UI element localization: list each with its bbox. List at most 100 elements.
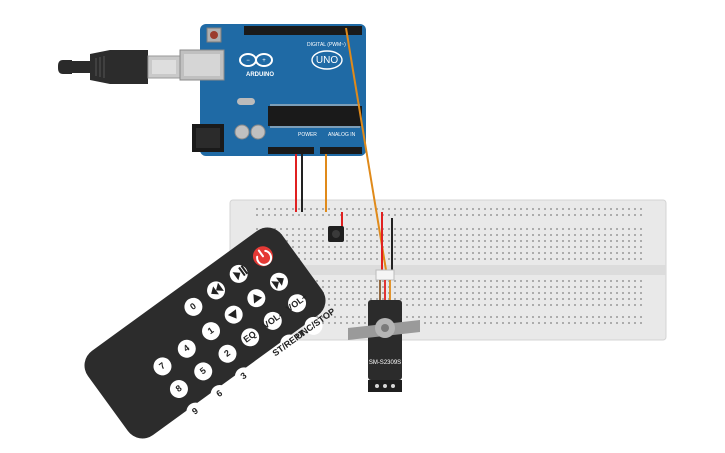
- breadboard-hole: [502, 292, 504, 294]
- remote-button-4[interactable]: 4: [174, 336, 199, 361]
- down-button[interactable]: [221, 302, 246, 327]
- remote-button-1[interactable]: 1: [198, 319, 223, 344]
- remote-button-volplus[interactable]: VOL+: [282, 289, 312, 318]
- breadboard-hole: [622, 214, 624, 216]
- breadboard-hole: [412, 286, 414, 288]
- breadboard-hole: [526, 246, 528, 248]
- rewind-icon: [211, 282, 224, 295]
- breadboard-hole: [568, 258, 570, 260]
- servo-motor[interactable]: SM-S2309S: [348, 269, 420, 392]
- fast-forward-button[interactable]: [266, 269, 291, 294]
- breadboard-hole: [352, 208, 354, 210]
- breadboard-hole: [394, 228, 396, 230]
- remote-button-3[interactable]: 3: [231, 364, 256, 389]
- breadboard-hole: [580, 252, 582, 254]
- breadboard-hole: [436, 292, 438, 294]
- breadboard-hole: [328, 298, 330, 300]
- remote-button-0[interactable]: 0: [181, 294, 206, 319]
- wire-orange-servo-signal[interactable]: [345, 27, 387, 271]
- breadboard-hole: [310, 240, 312, 242]
- breadboard-hole: [436, 240, 438, 242]
- breadboard-hole: [406, 246, 408, 248]
- remote-button-8[interactable]: 8: [166, 376, 191, 401]
- breadboard-hole: [430, 240, 432, 242]
- breadboard-hole: [262, 208, 264, 210]
- breadboard-hole: [310, 252, 312, 254]
- breadboard-hole: [430, 228, 432, 230]
- remote-button-9[interactable]: 9: [183, 399, 208, 424]
- remote-button-6[interactable]: 6: [207, 381, 232, 406]
- breadboard-hole: [544, 298, 546, 300]
- play-pause-button[interactable]: [226, 261, 251, 286]
- breadboard-hole: [526, 234, 528, 236]
- breadboard-hole: [598, 280, 600, 282]
- usb-cable[interactable]: [58, 50, 181, 84]
- breadboard-hole: [538, 280, 540, 282]
- breadboard-hole: [256, 208, 258, 210]
- breadboard-hole: [412, 292, 414, 294]
- breadboard-hole: [484, 246, 486, 248]
- breadboard-hole: [550, 298, 552, 300]
- breadboard-hole: [358, 322, 360, 324]
- breadboard-hole: [328, 280, 330, 282]
- breadboard-hole: [424, 246, 426, 248]
- breadboard-hole: [490, 286, 492, 288]
- breadboard-hole: [550, 280, 552, 282]
- breadboard-hole: [514, 280, 516, 282]
- breadboard-hole: [604, 234, 606, 236]
- up-button[interactable]: [244, 286, 269, 311]
- breadboard-hole: [616, 258, 618, 260]
- breadboard-hole: [628, 322, 630, 324]
- breadboard-hole: [448, 304, 450, 306]
- breadboard-hole: [544, 208, 546, 210]
- power-button[interactable]: [249, 242, 277, 270]
- breadboard-hole: [502, 298, 504, 300]
- breadboard-hole: [562, 316, 564, 318]
- breadboard-hole: [460, 258, 462, 260]
- breadboard-hole: [496, 286, 498, 288]
- breadboard-hole: [442, 252, 444, 254]
- breadboard-hole: [454, 252, 456, 254]
- breadboard-hole: [586, 240, 588, 242]
- breadboard-hole: [460, 292, 462, 294]
- breadboard-hole: [550, 322, 552, 324]
- breadboard-hole: [418, 258, 420, 260]
- breadboard-hole: [430, 322, 432, 324]
- breadboard-hole: [538, 298, 540, 300]
- remote-button-volminus[interactable]: VOL-: [259, 307, 287, 334]
- breadboard-hole: [628, 258, 630, 260]
- breadboard-hole: [448, 234, 450, 236]
- breadboard-hole: [550, 286, 552, 288]
- remote-button-5[interactable]: 5: [191, 359, 216, 384]
- breadboard-hole: [556, 228, 558, 230]
- breadboard-hole: [598, 316, 600, 318]
- arduino-uno-board[interactable]: DIGITAL (PWM~) − + ARDUINO UNO POWER ANA…: [179, 24, 366, 156]
- remote-button-7[interactable]: 7: [150, 354, 175, 379]
- remote-button-2[interactable]: 2: [215, 341, 240, 366]
- breadboard-hole: [568, 252, 570, 254]
- breadboard-hole: [502, 208, 504, 210]
- breadboard-hole: [502, 280, 504, 282]
- breadboard-hole: [556, 234, 558, 236]
- breadboard-hole: [460, 304, 462, 306]
- breadboard-hole: [640, 246, 642, 248]
- breadboard-hole: [508, 286, 510, 288]
- breadboard-hole: [484, 208, 486, 210]
- breadboard-hole: [628, 228, 630, 230]
- breadboard-hole: [574, 240, 576, 242]
- breadboard-hole: [364, 252, 366, 254]
- breadboard-hole: [520, 292, 522, 294]
- breadboard-hole: [388, 298, 390, 300]
- breadboard-hole: [532, 292, 534, 294]
- remote-button-eq[interactable]: EQ: [238, 325, 263, 350]
- breadboard-hole: [364, 304, 366, 306]
- breadboard-hole: [406, 214, 408, 216]
- breadboard-hole: [580, 258, 582, 260]
- breadboard-hole: [328, 316, 330, 318]
- ir-receiver[interactable]: [328, 226, 344, 242]
- breadboard-hole: [442, 228, 444, 230]
- breadboard-hole: [466, 240, 468, 242]
- breadboard-hole: [562, 322, 564, 324]
- rewind-button[interactable]: [203, 278, 228, 303]
- breadboard-hole: [352, 246, 354, 248]
